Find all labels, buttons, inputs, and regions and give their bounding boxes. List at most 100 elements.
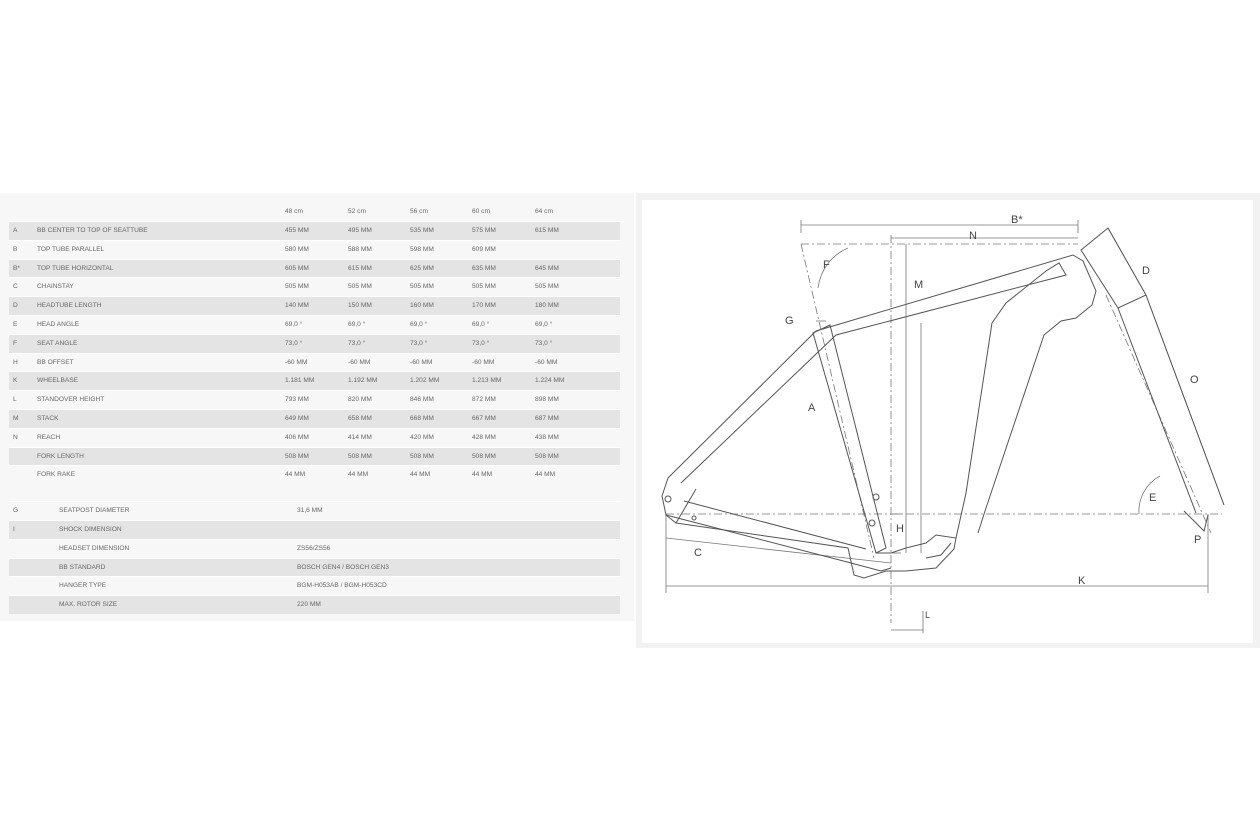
row-code: D — [13, 302, 18, 310]
row-value: 872 MM — [472, 396, 496, 404]
row-value: 508 MM — [410, 452, 434, 460]
label-g: G — [785, 315, 794, 327]
component-row: HANGER TYPE BGM-H053AB / BGM-H053CD — [9, 576, 620, 595]
row-value: 220 MM — [297, 601, 321, 609]
row-value: 575 MM — [472, 227, 496, 234]
row-code: E — [13, 320, 18, 328]
fork-dropout — [1183, 510, 1209, 532]
row-name: TOP TUBE PARALLEL — [37, 245, 105, 253]
row-value: 667 MM — [472, 414, 496, 422]
row-code: B — [13, 245, 18, 253]
label-b-star: B* — [1011, 214, 1023, 226]
row-value: 615 MM — [535, 227, 559, 234]
row-name: MAX. ROTOR SIZE — [59, 601, 118, 609]
row-value: 69,0 ° — [535, 320, 553, 328]
row-value: 645 MM — [535, 264, 559, 272]
row-value: 1.181 MM — [285, 377, 315, 385]
row-value: 898 MM — [535, 396, 559, 404]
row-value: 69,0 ° — [472, 320, 490, 328]
row-value: 73,0 ° — [535, 339, 553, 347]
row-code: G — [13, 507, 19, 515]
row-value: 615 MM — [348, 264, 372, 272]
row-value: 625 MM — [410, 264, 434, 272]
row-value: -60 MM — [285, 358, 308, 366]
row-value: 495 MM — [348, 227, 372, 234]
row-code: F — [13, 339, 18, 347]
row-value: 846 MM — [410, 396, 434, 404]
row-value: 170 MM — [472, 302, 496, 310]
row-value: 69,0 ° — [410, 320, 428, 328]
row-value: 535 MM — [410, 227, 434, 234]
head-angle-arc — [1138, 475, 1161, 515]
row-value: 44 MM — [472, 471, 493, 479]
row-value: 508 MM — [472, 452, 496, 460]
table-header-row: 48 cm 52 cm 56 cm 60 cm 64 cm — [9, 193, 620, 221]
row-code: M — [13, 414, 19, 422]
row-name: STACK — [37, 414, 59, 422]
fork-back — [1117, 307, 1197, 514]
row-name: BB CENTER TO TOP OF SEATTUBE — [37, 227, 148, 234]
row-value: 1.213 MM — [472, 377, 502, 385]
row-name: TOP TUBE HORIZONTAL — [37, 264, 114, 272]
row-value: 140 MM — [285, 302, 309, 310]
row-value: 508 MM — [348, 452, 372, 460]
row-value: 820 MM — [348, 396, 372, 404]
row-value: BGM-H053AB / BGM-H053CD — [297, 582, 387, 590]
row-value: 687 MM — [535, 414, 559, 422]
row-name: BB STANDARD — [59, 563, 106, 571]
motor-detail — [925, 542, 952, 559]
row-value: 598 MM — [410, 245, 434, 253]
size-header: 60 cm — [472, 208, 490, 215]
label-f: F — [823, 259, 830, 271]
row-value: 1.202 MM — [410, 377, 440, 385]
row-value: 668 MM — [410, 414, 434, 422]
label-a: A — [808, 402, 816, 414]
label-o: O — [1190, 374, 1199, 386]
label-p: P — [1194, 534, 1201, 546]
component-row: MAX. ROTOR SIZE 220 MM — [9, 595, 620, 614]
seat-tube — [812, 324, 887, 554]
row-value: 69,0 ° — [348, 320, 366, 328]
row-value: 428 MM — [472, 433, 496, 441]
row-value: 73,0 ° — [285, 339, 303, 347]
down-tube-inner — [680, 262, 1067, 539]
row-value: 73,0 ° — [348, 339, 366, 347]
row-name: HEADSET DIMENSION — [59, 544, 130, 552]
row-value: 588 MM — [348, 245, 372, 253]
label-m: M — [914, 279, 923, 291]
row-name: HANGER TYPE — [59, 582, 107, 590]
row-value: 73,0 ° — [472, 339, 490, 347]
bike-frame-drawing: B* N F M G A D O E H C K P L — [642, 200, 1253, 643]
row-value: 44 MM — [535, 471, 556, 479]
size-header: 48 cm — [285, 208, 303, 215]
rear-axle-point — [664, 495, 672, 503]
row-value: 160 MM — [410, 302, 434, 310]
label-n: N — [969, 230, 977, 242]
row-value: 455 MM — [285, 227, 309, 234]
chainstay-inner — [683, 500, 867, 550]
row-value: 508 MM — [285, 452, 309, 460]
row-code: K — [13, 377, 18, 385]
row-value: 420 MM — [410, 433, 434, 441]
row-code: I — [13, 525, 15, 533]
dim-c — [665, 537, 892, 564]
row-value: -60 MM — [410, 358, 433, 366]
row-value: 609 MM — [472, 245, 496, 253]
top-and-down-tube — [667, 254, 1097, 534]
row-value: 150 MM — [348, 302, 372, 310]
fork-front — [1145, 294, 1225, 506]
row-value: -60 MM — [472, 358, 495, 366]
